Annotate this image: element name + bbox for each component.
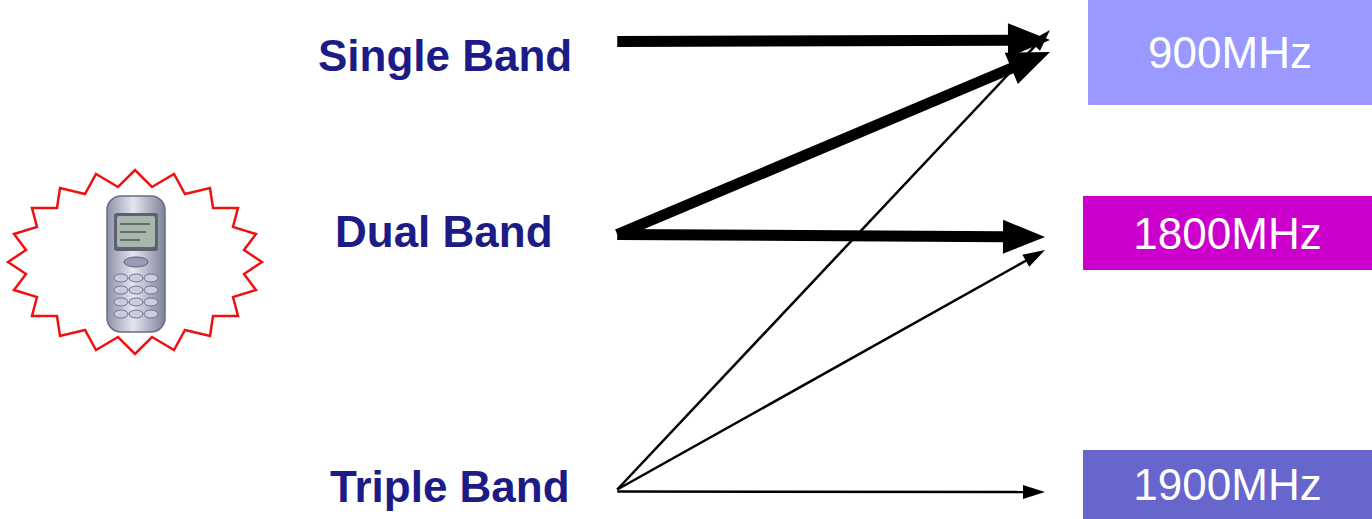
arrow-head xyxy=(1023,485,1045,499)
frequency-label: 1900MHz xyxy=(1133,459,1321,510)
frequency-label: 900MHz xyxy=(1148,27,1312,78)
band-arrow xyxy=(617,220,1045,254)
band-arrow xyxy=(617,23,1050,57)
arrow-head xyxy=(1003,220,1045,254)
zigzag-burst xyxy=(8,170,262,354)
arrow-shaft xyxy=(617,68,1013,235)
arrow-head xyxy=(1022,250,1045,267)
band-label-node: Dual Band xyxy=(335,206,553,257)
band-arrow xyxy=(617,52,1050,235)
arrow-shaft xyxy=(617,490,1025,493)
arrow-shaft xyxy=(617,45,1036,490)
band-arrow xyxy=(617,250,1045,490)
frequency-label: 1800MHz xyxy=(1133,208,1321,259)
frequency-box: 900MHz xyxy=(1088,0,1372,105)
band-arrow xyxy=(617,485,1045,499)
arrow-shaft xyxy=(617,40,1010,41)
arrow-shaft xyxy=(617,235,1005,237)
band-label-node: Single Band xyxy=(318,30,572,81)
frequency-box: 1800MHz xyxy=(1083,196,1372,270)
arrow-shaft xyxy=(617,260,1027,490)
mobile-phone xyxy=(107,196,165,332)
arrow-head xyxy=(1005,52,1050,84)
band-label: Dual Band xyxy=(335,206,553,257)
band-arrow xyxy=(617,30,1050,490)
arrow-head xyxy=(1030,30,1050,51)
frequency-box: 1900MHz xyxy=(1083,450,1372,519)
band-label-node: Triple Band xyxy=(330,461,570,512)
band-label: Triple Band xyxy=(330,461,570,512)
band-label: Single Band xyxy=(318,30,572,81)
